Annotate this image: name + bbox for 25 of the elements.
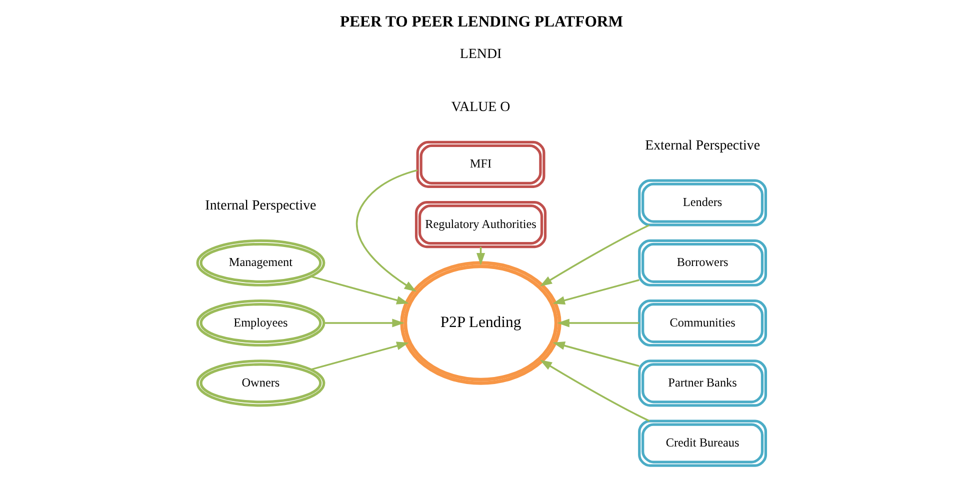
diagram-title: PEER TO PEER LENDING PLATFORM — [340, 14, 624, 31]
arrow — [552, 342, 640, 367]
node-box: Borrowers — [638, 239, 768, 286]
label: Internal Perspective — [205, 198, 316, 214]
node-ellipse: Management — [196, 239, 326, 286]
node-ellipse: Owners — [196, 360, 326, 407]
arrow — [540, 360, 650, 422]
node-ellipse: P2P Lending — [400, 261, 562, 385]
label: VALUE O — [451, 100, 510, 116]
label: External Perspective — [645, 138, 760, 154]
arrow — [310, 342, 409, 370]
arrow — [310, 276, 409, 304]
label: LENDI — [460, 46, 502, 62]
node-box: Regulatory Authorities — [414, 201, 547, 248]
node-box: Lenders — [638, 179, 768, 226]
arrow — [324, 318, 404, 328]
node-box: Communities — [638, 300, 768, 347]
arrow — [557, 318, 640, 328]
node-box: Partner Banks — [638, 360, 768, 407]
node-box: Credit Bureaus — [638, 420, 768, 467]
arrow — [540, 224, 650, 286]
node-box: MFI — [416, 140, 546, 188]
arrow — [356, 169, 418, 292]
node-ellipse: Employees — [196, 300, 326, 347]
arrow — [552, 279, 640, 305]
